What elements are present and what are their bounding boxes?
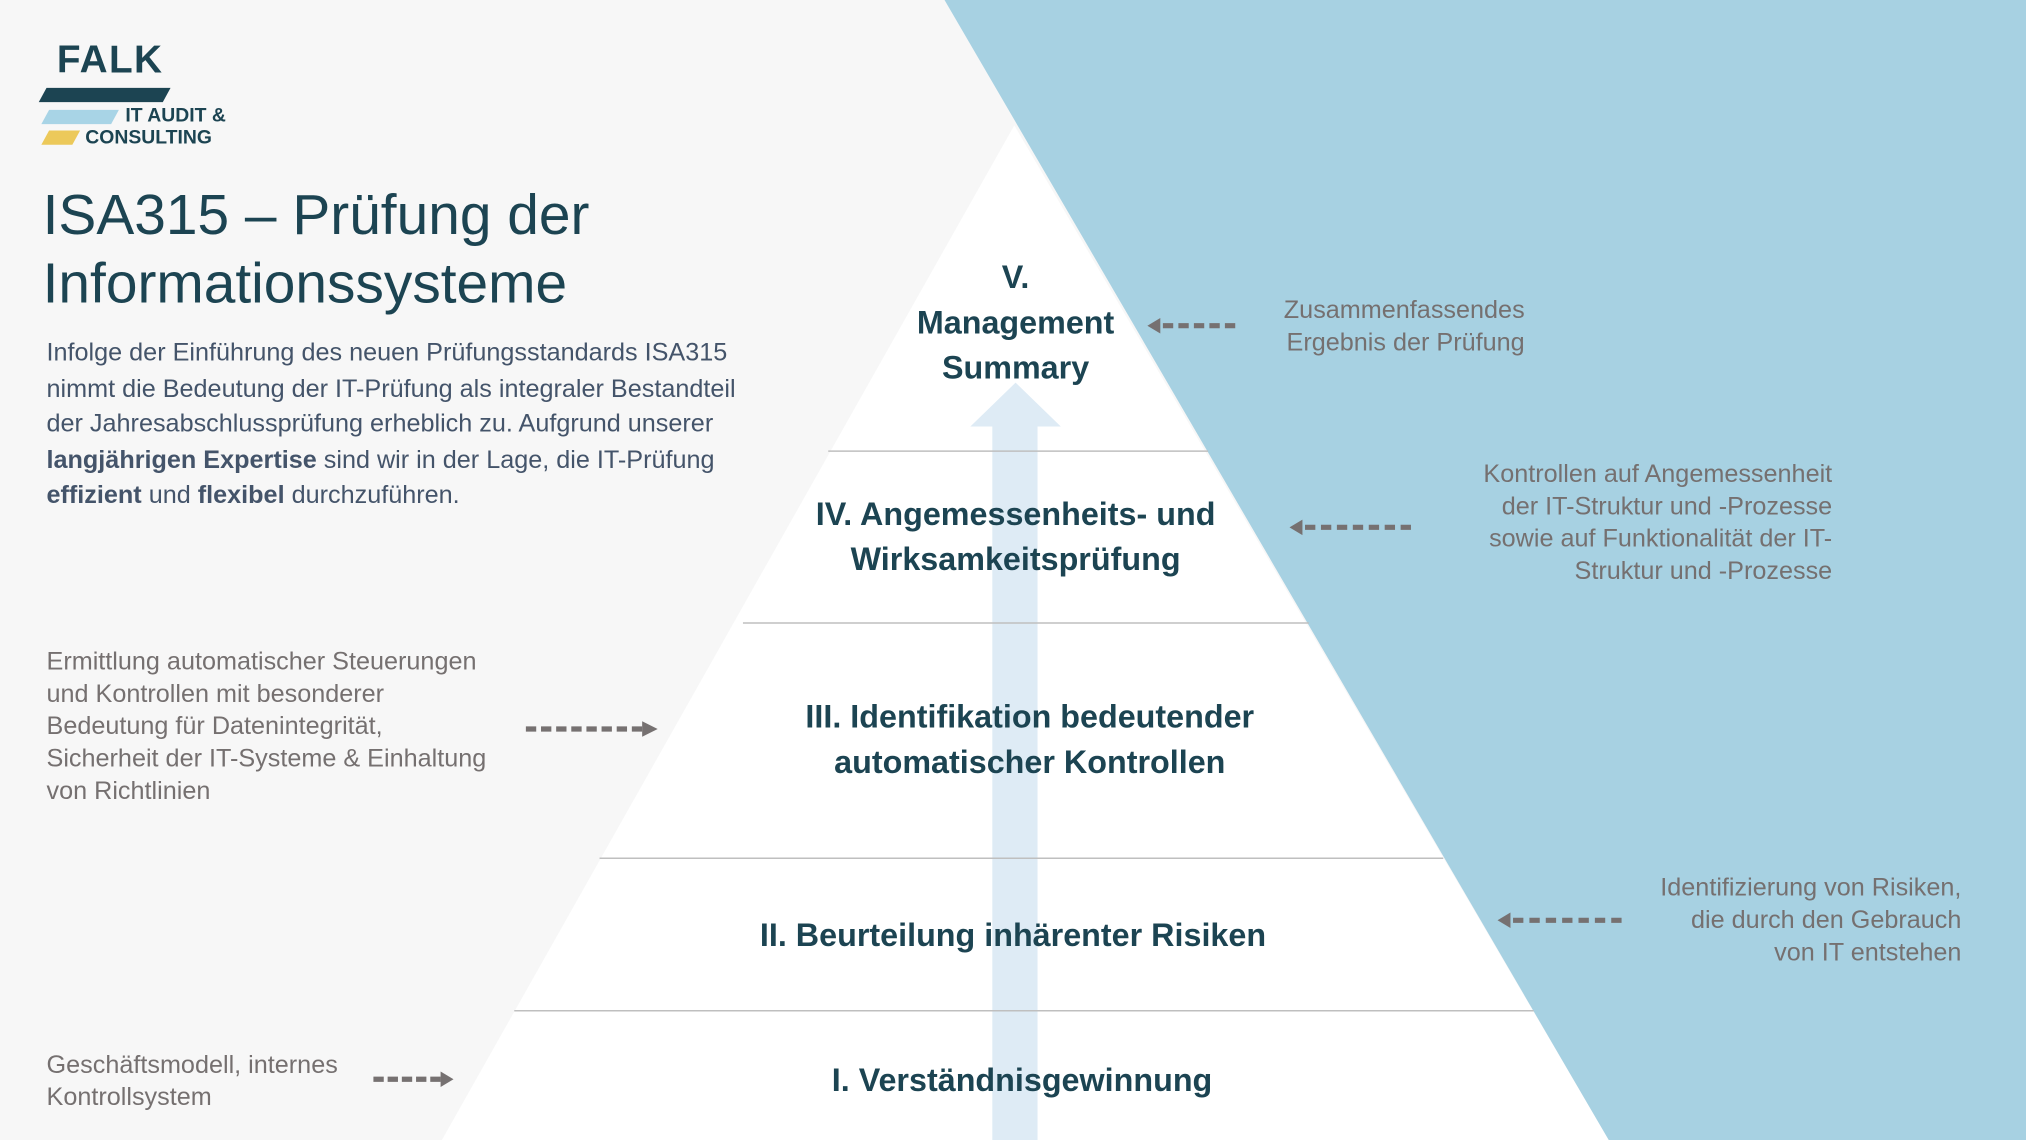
- arrowhead-left-icon: [1147, 317, 1161, 334]
- annotation-line: Identifizierung von Risiken,: [1660, 873, 1962, 903]
- intro-text: Infolge der Einführung des neuen Prüfung…: [46, 338, 736, 439]
- level-label: I. Verständnisgewinnung: [831, 1062, 1213, 1099]
- arrowhead-right-icon: [440, 1071, 454, 1088]
- level-label: IV. Angemessenheits- und: [815, 496, 1216, 533]
- page-title-line1: ISA315 – Prüfung der: [42, 183, 590, 247]
- level-label: Summary: [941, 350, 1090, 387]
- blue-background-region: [944, 0, 2026, 1140]
- level-label: automatischer Kontrollen: [834, 744, 1226, 781]
- level-label: V.: [1001, 259, 1030, 296]
- logo-subtitle: IT AUDIT & CONSULTING: [85, 105, 226, 149]
- annotation-level-V: Zusammenfassendes Ergebnis der Prüfung: [1240, 295, 1525, 360]
- pyramid-level-II: II. Beurteilung inhärenter Risiken: [690, 914, 1336, 959]
- annotation-line: Kontrollsystem: [46, 1083, 212, 1112]
- connector-level-IV: [1305, 524, 1411, 530]
- annotation-line: Ermittlung automatischer Steuerungen: [46, 647, 477, 676]
- intro-emphasis-efficient: effizient: [46, 480, 142, 510]
- intro-emphasis-expertise: langjährigen Expertise: [46, 445, 317, 474]
- annotation-line: von IT entstehen: [1774, 938, 1962, 967]
- arrowhead-left-icon: [1497, 912, 1511, 929]
- intro-text: durchzuführen.: [284, 480, 460, 510]
- pyramid-level-V: V. Management Summary: [886, 256, 1144, 392]
- logo-bar-yellow-icon: [41, 130, 81, 145]
- connector-level-V: [1162, 323, 1236, 329]
- annotation-line: Geschäftsmodell, internes: [46, 1050, 338, 1080]
- annotation-line: und Kontrollen mit besonderer: [46, 679, 385, 709]
- arrowhead-left-icon: [1289, 519, 1303, 536]
- annotation-line: Kontrollen auf Angemessenheit: [1483, 460, 1833, 489]
- intro-text: sind wir in der Lage, die IT-Prüfung: [316, 445, 715, 474]
- connector-level-I: [373, 1076, 441, 1082]
- annotation-level-III: Ermittlung automatischer Steuerungen und…: [47, 646, 538, 808]
- connector-level-III: [525, 726, 643, 732]
- page-title-line2: Informationssysteme: [42, 252, 568, 316]
- logo-bar-blue-icon: [41, 109, 119, 125]
- intro-emphasis-flexible: flexibel: [197, 480, 285, 510]
- annotation-line: Struktur und -Prozesse: [1574, 557, 1833, 586]
- annotation-line: sowie auf Funktionalität der IT-: [1489, 524, 1833, 554]
- intro-text: und: [141, 480, 198, 510]
- annotation-line: Bedeutung für Datenintegrität,: [46, 712, 383, 741]
- annotation-line: Ergebnis der Prüfung: [1286, 328, 1525, 357]
- pyramid-level-I: I. Verständnisgewinnung: [764, 1059, 1281, 1104]
- pyramid-level-IV: IV. Angemessenheits- und Wirksamkeitsprü…: [757, 492, 1274, 582]
- pyramid-level-III: III. Identifikation bedeutender automati…: [720, 695, 1340, 785]
- annotation-line: der IT-Struktur und -Prozesse: [1501, 492, 1833, 521]
- annotation-line: Zusammenfassendes: [1283, 295, 1525, 325]
- level-label: III. Identifikation bedeutender: [805, 699, 1255, 736]
- level-label: Management: [916, 305, 1115, 342]
- intro-paragraph: Infolge der Einführung des neuen Prüfung…: [47, 336, 771, 514]
- annotation-line: die durch den Gebrauch: [1691, 906, 1962, 935]
- level-label: Wirksamkeitsprüfung: [850, 541, 1181, 578]
- annotation-level-IV: Kontrollen auf Angemessenheit der IT-Str…: [1421, 459, 1832, 588]
- logo-subtitle-line1: IT AUDIT &: [125, 104, 226, 127]
- level-label: II. Beurteilung inhärenter Risiken: [759, 917, 1267, 954]
- annotation-line: von Richtlinien: [46, 776, 211, 806]
- connector-level-II: [1513, 917, 1622, 923]
- annotation-level-II: Identifizierung von Risiken, die durch d…: [1625, 872, 1961, 969]
- page-title: ISA315 – Prüfung der Informationssysteme: [43, 181, 590, 318]
- annotation-level-I: Geschäftsmodell, internes Kontrollsystem: [47, 1050, 383, 1115]
- logo-bar-dark-icon: [38, 87, 171, 103]
- logo-subtitle-line2: CONSULTING: [85, 126, 212, 149]
- logo-wordmark: FALK: [56, 38, 164, 82]
- annotation-line: Sicherheit der IT-Systeme & Einhaltung: [46, 744, 487, 773]
- upward-arrow-icon: [970, 382, 1061, 1140]
- arrowhead-right-icon: [642, 721, 658, 737]
